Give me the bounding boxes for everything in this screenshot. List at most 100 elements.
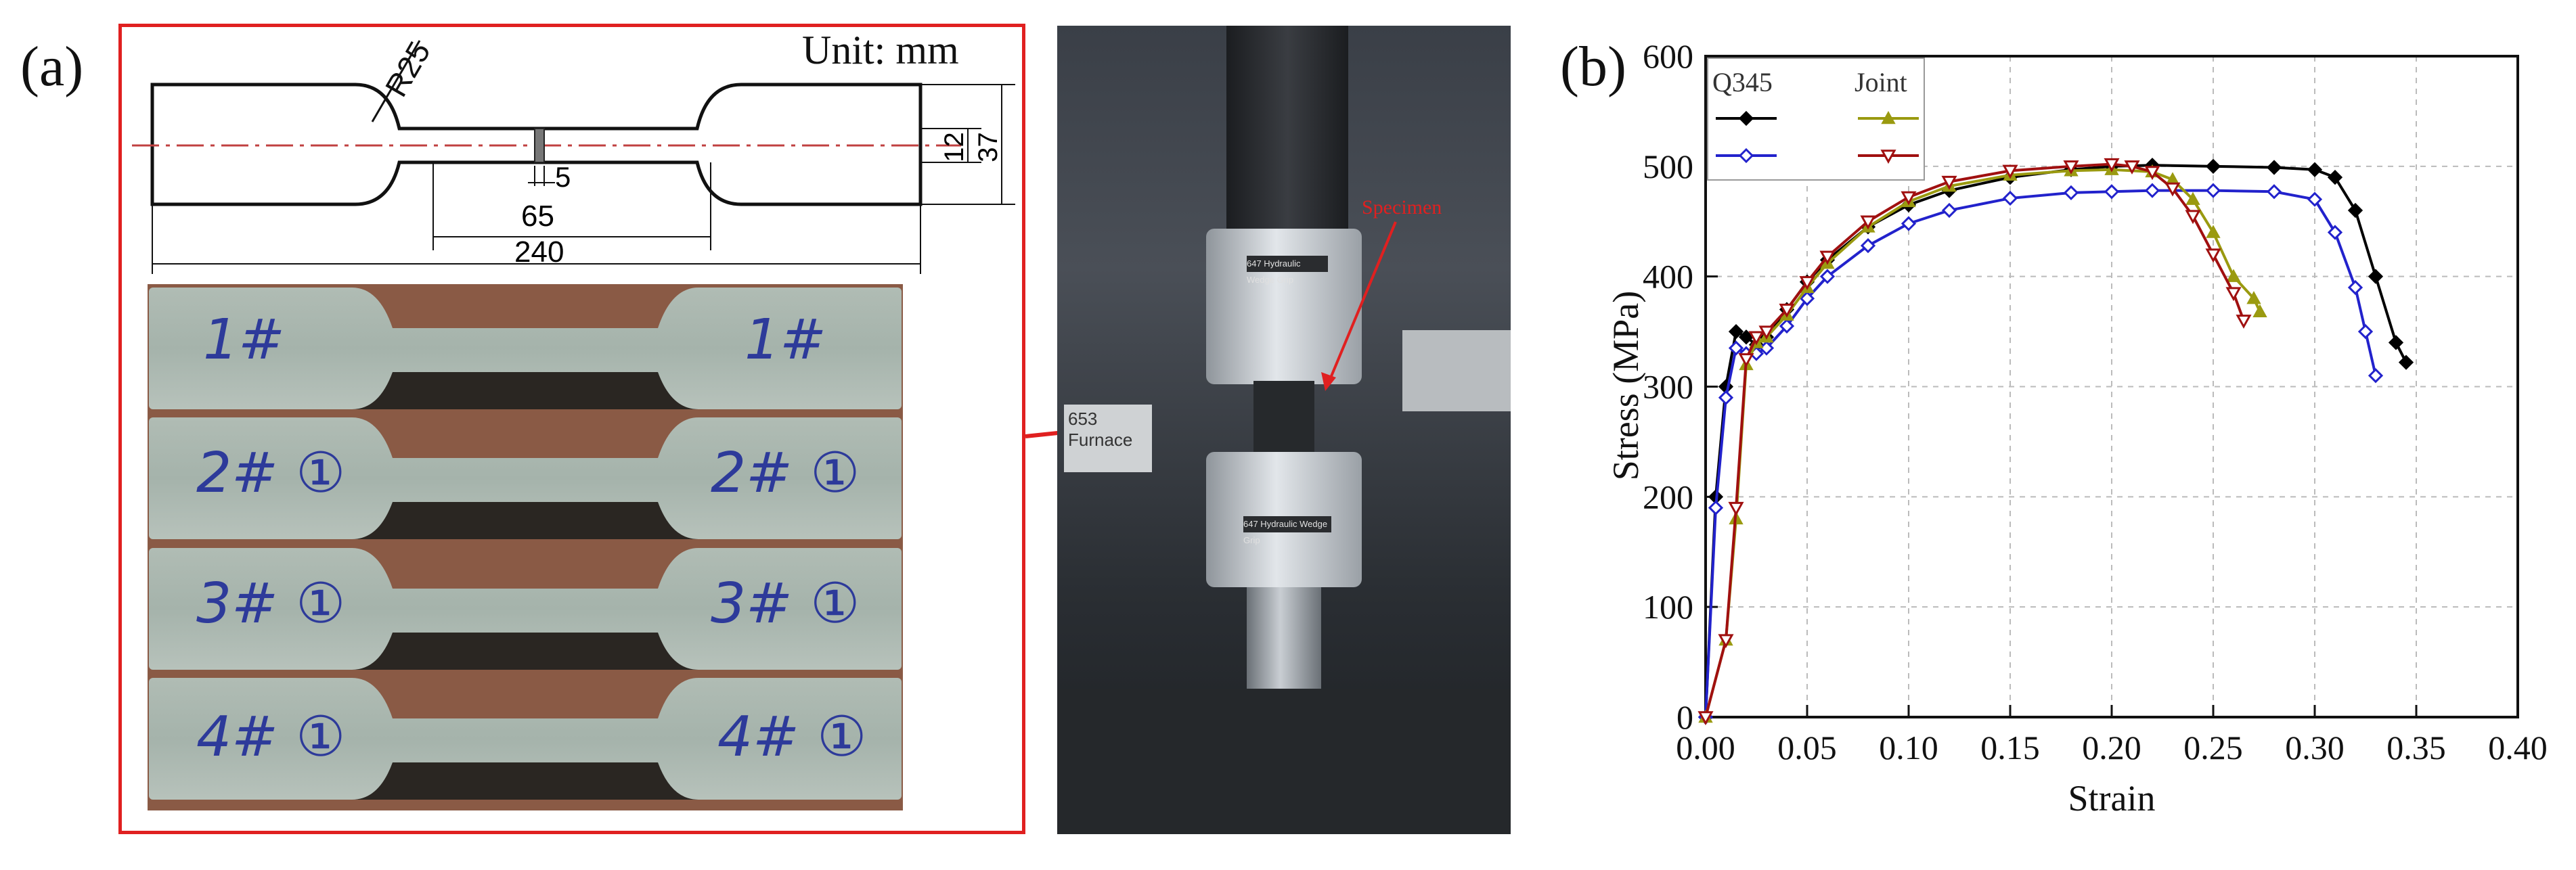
- specimen-3-left-label: 3# ①: [196, 572, 346, 636]
- specimen-frame: [118, 24, 1025, 834]
- specimen-3-right-label: 3# ①: [711, 572, 860, 636]
- series-point-3: [2144, 166, 2160, 181]
- furnace-label: 653 Furnace: [1064, 405, 1152, 472]
- legend-marker-2: [1881, 110, 1896, 124]
- testing-machine-photo: 647 Hydraulic Wedge Grip 647 Hydraulic W…: [1057, 26, 1511, 834]
- y-tick-label: 600: [1643, 37, 1693, 75]
- specimen-drawing: [132, 40, 1015, 274]
- series-point-1: [1779, 318, 1795, 334]
- series-point-1: [2357, 323, 2374, 340]
- x-tick-label: 0.25: [2183, 729, 2243, 766]
- specimen-1-left-label: 1#: [203, 308, 285, 372]
- series-point-2: [2185, 191, 2200, 205]
- series-point-2: [2226, 269, 2241, 282]
- series-point-0: [2347, 202, 2363, 219]
- series-point-2: [2252, 304, 2267, 317]
- series-line-2: [1704, 168, 2261, 718]
- series-point-3: [1718, 634, 1734, 649]
- y-tick-label: 0: [1676, 698, 1693, 736]
- specimen-4-left-label: 4# ①: [196, 705, 346, 769]
- series-point-3: [1738, 353, 1754, 367]
- specimen-strip-3: 3# ① 3# ①: [149, 548, 902, 670]
- dim-12: 12: [939, 132, 969, 162]
- series-point-3: [2205, 248, 2221, 263]
- series-point-0: [2307, 162, 2323, 177]
- series-point-3: [2063, 160, 2079, 175]
- series-point-2: [2206, 225, 2221, 238]
- series-point-0: [1738, 329, 1754, 345]
- series-point-0: [2205, 158, 2221, 174]
- series-point-1: [2307, 191, 2323, 207]
- series-point-0: [2398, 354, 2414, 370]
- series-point-0: [1728, 323, 1744, 340]
- legend-marker-3: [1880, 150, 1896, 164]
- x-tick-label: 0.00: [1676, 729, 1735, 766]
- panel-b-label: (b): [1560, 35, 1626, 98]
- dim-65: 65: [521, 200, 554, 233]
- series-point-1: [1860, 237, 1876, 254]
- series-point-3: [1941, 175, 1957, 190]
- series-2: [1698, 162, 2267, 723]
- x-tick-label: 0.30: [2285, 729, 2345, 766]
- series-point-1: [1799, 291, 1815, 306]
- unit-label: Unit: mm: [802, 28, 959, 72]
- series-point-1: [2266, 184, 2282, 200]
- series-point-3: [2124, 160, 2140, 175]
- series-point-1: [1728, 340, 1744, 356]
- series-point-0: [2388, 335, 2404, 350]
- series-point-1: [2002, 190, 2018, 206]
- series-point-3: [1758, 325, 1775, 340]
- specimen-callout-label: Specimen: [1362, 196, 1442, 219]
- series-point-3: [1697, 711, 1714, 726]
- series-line-1: [1704, 189, 2377, 718]
- y-tick-label: 300: [1643, 368, 1693, 406]
- chart-legend: Q345 Joint: [1707, 58, 1925, 181]
- x-tick-label: 0.35: [2386, 729, 2446, 766]
- series-point-3: [1901, 191, 1917, 206]
- series-point-3: [2185, 210, 2201, 225]
- series-point-1: [1941, 202, 1957, 219]
- y-tick-label: 100: [1643, 588, 1693, 626]
- series-point-0: [2368, 269, 2384, 284]
- chart-series: [1697, 158, 2414, 726]
- series-point-2: [2246, 291, 2261, 304]
- specimen-1-right-label: 1#: [745, 308, 826, 372]
- series-point-3: [2236, 315, 2252, 329]
- series-point-3: [2225, 287, 2242, 302]
- x-axis-label: Strain: [2068, 778, 2156, 819]
- series-0: [1697, 158, 2414, 725]
- series-point-1: [1708, 500, 1724, 516]
- series-point-1: [2144, 183, 2160, 198]
- specimen-strip-1: 1# 1#: [149, 288, 902, 409]
- specimen-2-left-label: 2# ①: [196, 441, 346, 505]
- legend-marker-0: [1738, 110, 1754, 127]
- y-tick-label: 400: [1643, 258, 1693, 296]
- series-point-1: [2347, 279, 2363, 296]
- dim-240: 240: [514, 235, 564, 269]
- series-point-3: [1799, 276, 1815, 290]
- y-tick-label: 200: [1643, 478, 1693, 516]
- series-point-0: [2327, 169, 2343, 185]
- x-tick-label: 0.40: [2488, 729, 2548, 766]
- series-line-0: [1704, 164, 2407, 718]
- series-point-3: [1748, 331, 1764, 346]
- series-point-1: [2063, 185, 2079, 201]
- weld-zone: [534, 128, 545, 163]
- grip-plate-top: 647 Hydraulic Wedge Grip: [1247, 256, 1328, 285]
- series-point-3: [1860, 215, 1876, 230]
- series-point-3: [2104, 158, 2120, 173]
- series-point-1: [1901, 216, 1917, 231]
- dim-5: 5: [555, 161, 571, 193]
- series-point-1: [2327, 225, 2343, 240]
- series-point-1: [2104, 184, 2120, 200]
- series-point-3: [1819, 250, 1836, 265]
- legend-marker-1: [1738, 147, 1754, 164]
- y-tick-label: 500: [1643, 147, 1693, 185]
- series-1: [1697, 183, 2384, 725]
- series-point-3: [1728, 501, 1744, 516]
- x-tick-label: 0.20: [2082, 729, 2141, 766]
- y-axis-label: Stress (MPa): [1605, 291, 1646, 481]
- x-tick-label: 0.15: [1980, 729, 2040, 766]
- series-point-1: [2205, 183, 2221, 198]
- panel-a-label: (a): [20, 35, 84, 98]
